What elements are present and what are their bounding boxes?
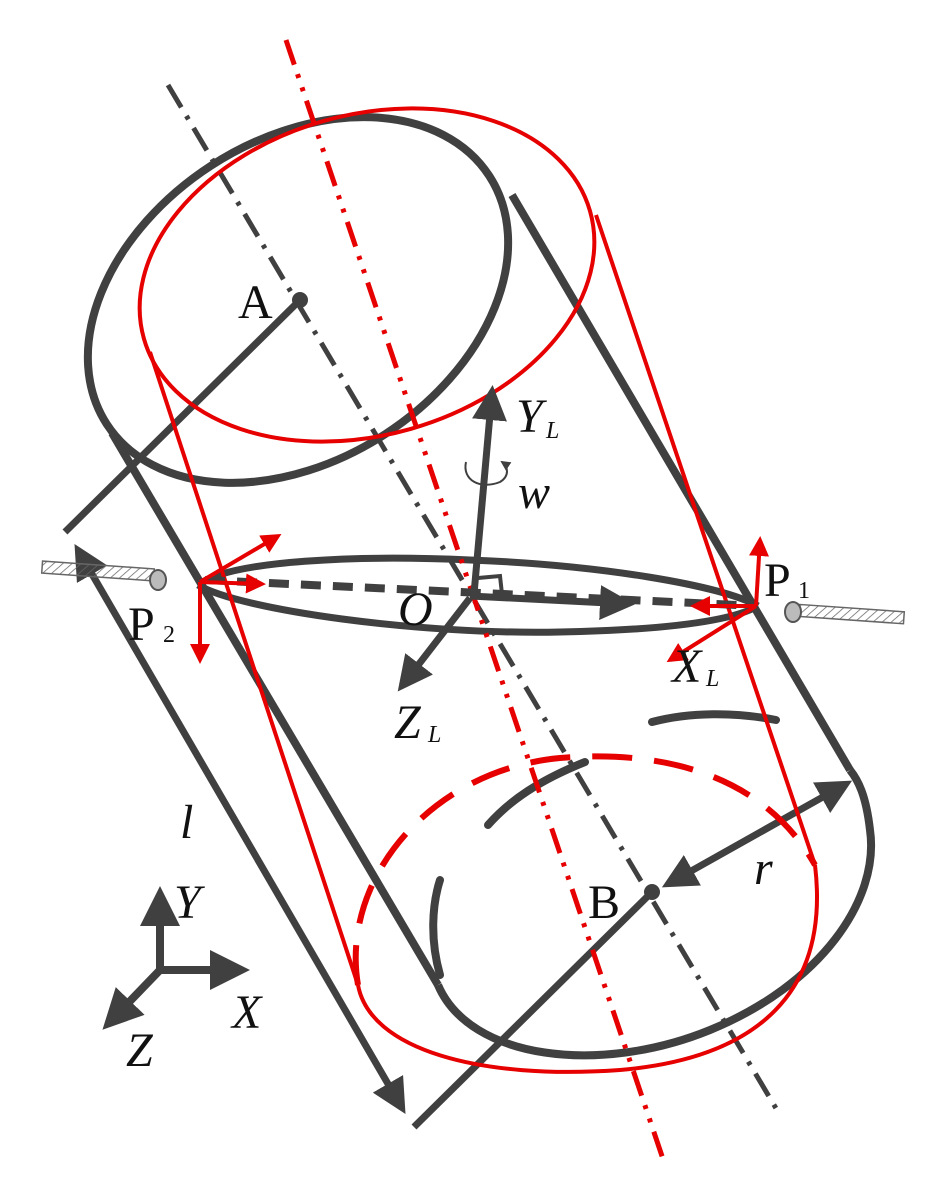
point-A: [292, 292, 308, 308]
global-Z-arrow: [102, 967, 163, 1030]
red-cylinder: [137, 39, 819, 1166]
label-O: O: [398, 583, 433, 636]
label-ZL-sub: L: [427, 722, 441, 748]
rotation-w-icon: [464, 460, 512, 486]
ZL-axis-arrow: [397, 595, 473, 692]
label-r: r: [754, 842, 773, 895]
dark-cylinder: [62, 83, 876, 1130]
red-center-axis: [283, 39, 668, 1166]
label-P2: P: [128, 598, 155, 651]
XL-axis-arrow: [469, 585, 635, 621]
label-A: A: [238, 276, 273, 329]
label-Y: Y: [174, 876, 205, 929]
line-A-to-corner: [62, 297, 303, 535]
bottom-hidden-red: [352, 753, 818, 986]
label-X: X: [230, 986, 263, 1039]
label-YL: Y: [516, 390, 547, 443]
label-l: l: [180, 796, 193, 849]
bottom-arc-red: [356, 864, 819, 1074]
label-P2-sub: 2: [163, 622, 175, 648]
red-frame-P2: [190, 533, 282, 664]
label-ZL: Z: [394, 696, 422, 749]
local-frame: [204, 385, 759, 692]
red-frame-P1: [666, 536, 770, 663]
shaft-right: [784, 601, 906, 625]
label-B: B: [588, 876, 620, 929]
line-B-to-corner: [411, 889, 655, 1130]
radius-r-arrow: [661, 780, 853, 888]
label-Z: Z: [126, 1024, 154, 1077]
label-P1-sub: 1: [798, 578, 810, 604]
bottom-hidden-dark-3: [648, 710, 780, 726]
red-generator-right: [594, 214, 817, 866]
dark-generator-right: [508, 192, 854, 773]
label-w: w: [518, 466, 550, 519]
global-frame: [102, 886, 250, 1030]
YL-axis-arrow: [470, 385, 507, 595]
label-XL: X: [670, 640, 703, 693]
point-B: [644, 884, 660, 900]
bottom-hidden-dark-1: [429, 876, 444, 979]
bottom-arc-dark: [434, 767, 876, 1060]
label-P1: P: [764, 554, 791, 607]
length-l-arrow: [74, 543, 406, 1115]
top-ellipse-red: [137, 106, 597, 444]
middle-dashed-axis: [204, 576, 759, 610]
label-YL-sub: L: [545, 418, 559, 444]
shaft-left: [40, 560, 167, 591]
bottom-hidden-dark-2: [484, 758, 589, 829]
red-generator-left: [148, 351, 360, 986]
right-angle-marker: [477, 573, 504, 595]
label-XL-sub: L: [705, 666, 719, 692]
